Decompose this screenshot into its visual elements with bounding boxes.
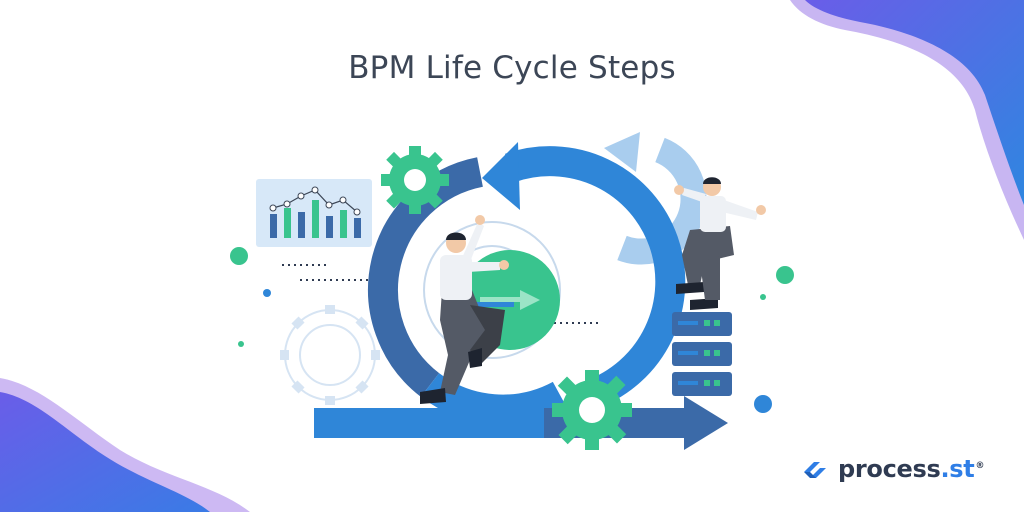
bar-chart-icon <box>256 179 372 247</box>
corner-decoration-bottom-left <box>0 378 250 512</box>
brand-tld: .st <box>940 455 975 483</box>
logo-icon <box>804 462 826 478</box>
page-title: BPM Life Cycle Steps <box>348 50 676 86</box>
dotted-lines <box>282 264 600 324</box>
cycle-arrow-icon <box>604 132 707 265</box>
gear-icon <box>381 146 449 214</box>
corner-decoration-top-right <box>790 0 1024 240</box>
brand-name: process.st® <box>838 455 984 483</box>
person-figure <box>674 177 766 310</box>
gear-icon <box>280 305 380 405</box>
gear-icon <box>552 370 632 450</box>
database-stack-icon <box>672 312 732 396</box>
brand-name-main: process <box>838 455 941 483</box>
person-figure <box>420 215 509 404</box>
brand-logo[interactable]: process.st® <box>800 453 984 485</box>
brand-registered-mark: ® <box>975 461 985 471</box>
